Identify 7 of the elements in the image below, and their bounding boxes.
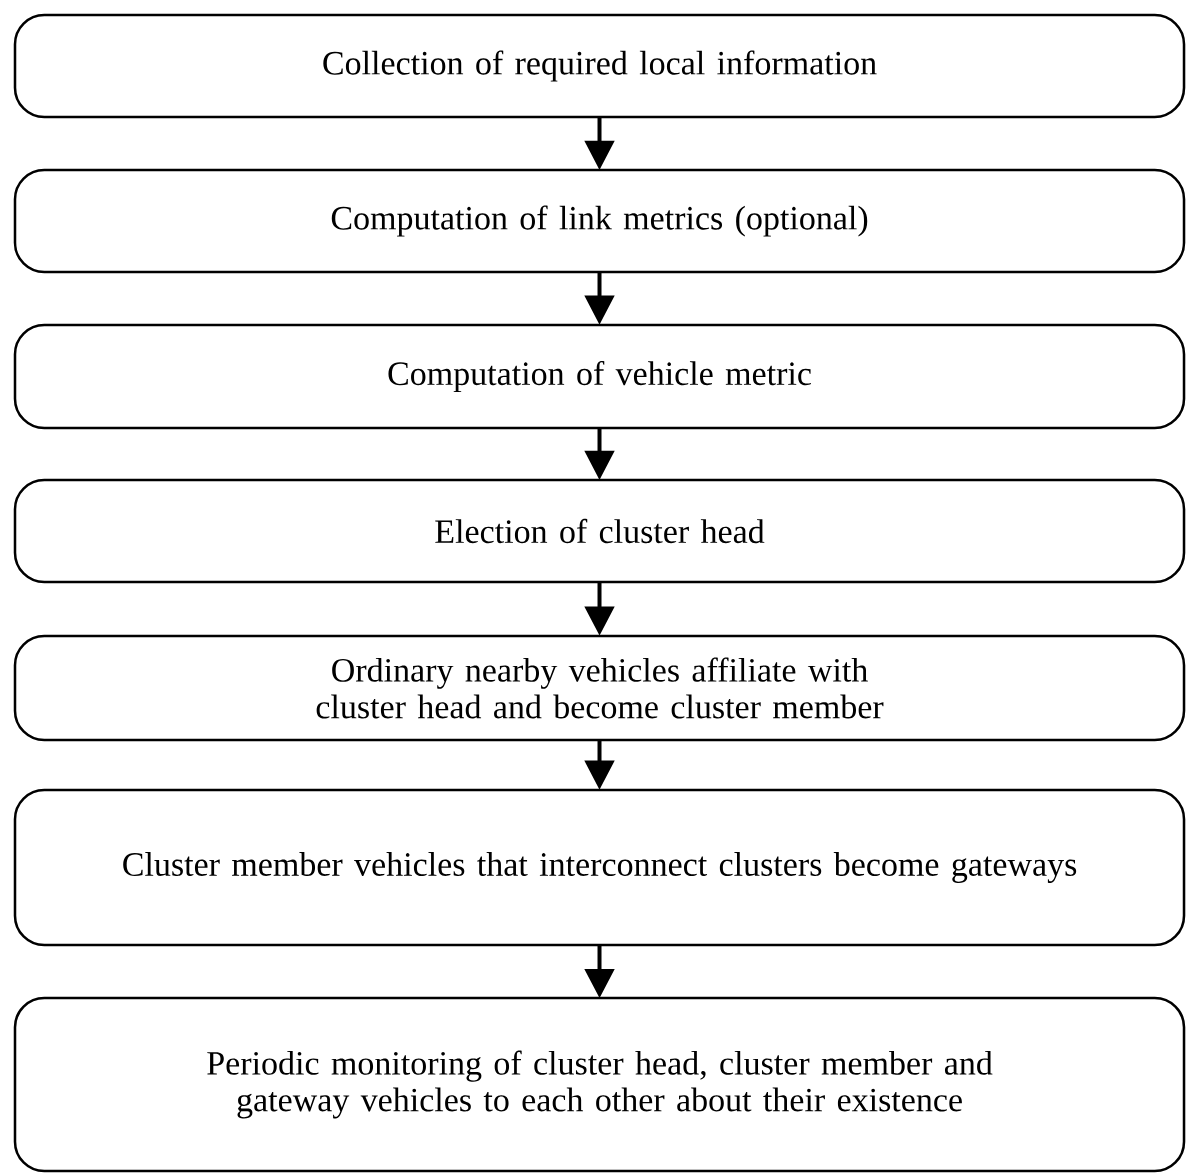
process-box: Computation of link metrics (optional) — [13, 168, 1186, 274]
process-box: Periodic monitoring of cluster head, cluster member and gateway vehicles to each other about their existence — [13, 996, 1186, 1173]
process-box: Cluster member vehicles that interconnect clusters become gateways — [13, 788, 1186, 947]
process-box: Collection of required local information — [13, 13, 1186, 119]
process-box: Election of cluster head — [13, 478, 1186, 584]
process-box: Ordinary nearby vehicles affiliate with cluster head and become cluster member — [13, 634, 1186, 742]
process-box: Computation of vehicle metric — [13, 323, 1186, 430]
